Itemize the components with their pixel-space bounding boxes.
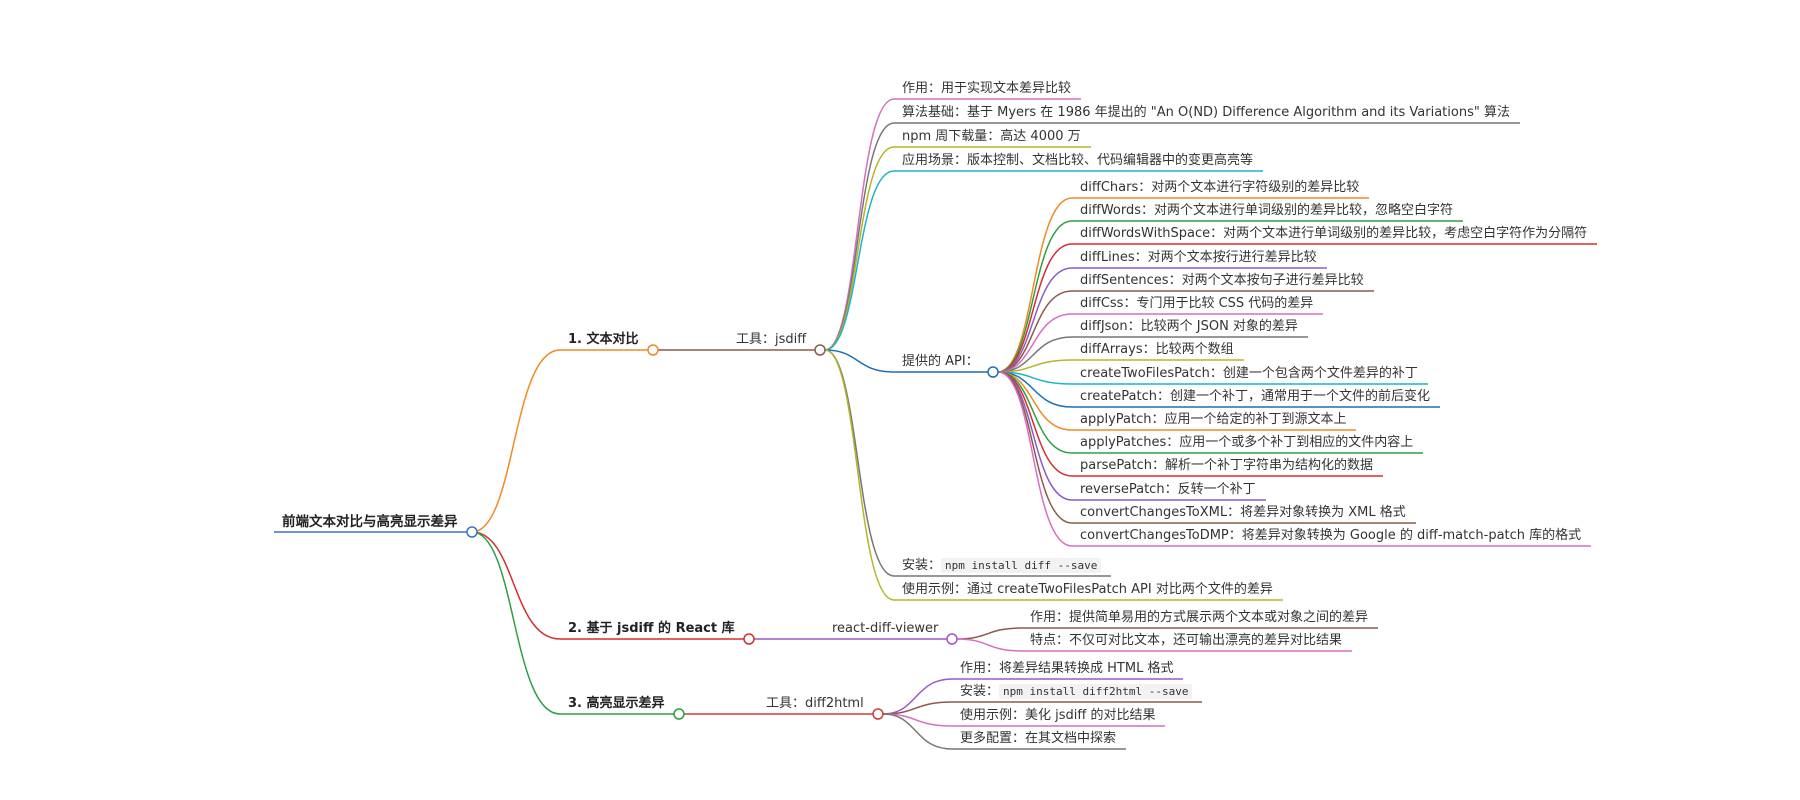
edge-api-item [997, 313, 1073, 373]
edge-tool-child [882, 713, 953, 750]
api-item[interactable]: convertChangesToDMP：将差异对象转换为 Google 的 di… [1080, 528, 1582, 543]
diff2html-install[interactable]: 安装：npm install diff2html --save [960, 684, 1193, 700]
branch-react-lib[interactable]: 2. 基于 jsdiff 的 React 库 [568, 621, 735, 636]
jsdiff-scenarios[interactable]: 应用场景：版本控制、文档比较、代码编辑器中的变更高亮等 [902, 153, 1254, 168]
api-item[interactable]: diffChars：对两个文本进行字符级别的差异比较 [1080, 180, 1360, 195]
tool-jsdiff-node[interactable]: 工具：jsdiff [736, 332, 807, 347]
api-item[interactable]: diffSentences：对两个文本按句子进行差异比较 [1080, 272, 1364, 288]
edge-api-item [997, 243, 1073, 373]
api-item[interactable]: createPatch：创建一个补丁，通常用于一个文件的前后变化 [1080, 388, 1430, 404]
jsdiff-algorithm[interactable]: 算法基础：基于 Myers 在 1986 年提出的 "An O(ND) Diff… [902, 105, 1510, 120]
install-label: 安装： [902, 558, 942, 573]
edge-tool-child [824, 349, 895, 373]
api-item[interactable]: parsePatch：解析一个补丁字符串为结构化的数据 [1080, 458, 1374, 474]
edge-root-branch3 [471, 531, 561, 715]
jsdiff-downloads[interactable]: npm 周下载量：高达 4000 万 [902, 129, 1081, 144]
react-viewer-feature[interactable]: 特点：不仅可对比文本，还可输出漂亮的差异对比结果 [1030, 633, 1343, 648]
react-diff-viewer-node[interactable]: react-diff-viewer [832, 621, 939, 636]
api-item[interactable]: createTwoFilesPatch：创建一个包含两个文件差异的补丁 [1080, 365, 1418, 381]
edge-tool-child [824, 170, 895, 351]
jsdiff-example[interactable]: 使用示例：通过 createTwoFilesPatch API 对比两个文件的差… [902, 582, 1273, 597]
branch-highlight-diff[interactable]: 3. 高亮显示差异 [568, 696, 665, 711]
api-item[interactable]: applyPatches：应用一个或多个补丁到相应的文件内容上 [1080, 435, 1414, 451]
diff2html-example[interactable]: 使用示例：美化 jsdiff 的对比结果 [960, 708, 1156, 723]
root-connector [466, 526, 478, 538]
branch3-connector [673, 708, 685, 720]
api-item[interactable]: diffArrays：比较两个数组 [1080, 342, 1234, 358]
edge-api-item [997, 267, 1073, 373]
jsdiff-install[interactable]: 安装：npm install diff --save [902, 558, 1102, 574]
edge-tool-child [882, 678, 953, 715]
diff2html-more-config[interactable]: 更多配置：在其文档中探索 [960, 731, 1117, 746]
api-item[interactable]: diffCss：专门用于比较 CSS 代码的差异 [1080, 296, 1314, 311]
api-item[interactable]: diffJson：比较两个 JSON 对象的差异 [1080, 319, 1298, 335]
api-item[interactable]: reversePatch：反转一个补丁 [1080, 481, 1256, 497]
branch2-connector [743, 633, 755, 645]
edge-api-item [997, 290, 1073, 373]
edge-tool-child [824, 349, 895, 601]
edge-api-item [997, 371, 1073, 547]
api-connector [987, 366, 999, 378]
edge-lib-child [956, 638, 1023, 652]
tool-diff2html-node[interactable]: 工具：diff2html [766, 696, 864, 711]
api-item[interactable]: diffWords：对两个文本进行单词级别的差异比较，忽略空白字符 [1080, 203, 1454, 219]
api-list-node[interactable]: 提供的 API： [902, 354, 979, 369]
diff2html-connector [872, 708, 884, 720]
edge-root-branch1 [471, 349, 561, 533]
api-item[interactable]: diffLines：对两个文本按行进行差异比较 [1080, 249, 1317, 265]
react-viewer-purpose[interactable]: 作用：提供简单易用的方式展示两个文本或对象之间的差异 [1030, 610, 1369, 625]
api-item[interactable]: applyPatch：应用一个给定的补丁到源文本上 [1080, 412, 1347, 427]
tool-jsdiff-connector [814, 344, 826, 356]
install-label: 安装： [960, 684, 1000, 699]
root-node[interactable]: 前端文本对比与高亮显示差异 [282, 514, 458, 530]
api-item[interactable]: convertChangesToXML：将差异对象转换为 XML 格式 [1080, 504, 1406, 520]
diff2html-purpose[interactable]: 作用：将差异结果转换成 HTML 格式 [960, 661, 1174, 676]
install-code: npm install diff --save [941, 558, 1102, 573]
api-item[interactable]: diffWordsWithSpace：对两个文本进行单词级别的差异比较，考虑空白… [1080, 226, 1588, 242]
branch-text-compare[interactable]: 1. 文本对比 [568, 332, 639, 347]
branch1-connector [647, 344, 659, 356]
react-viewer-connector [946, 633, 958, 645]
jsdiff-purpose[interactable]: 作用：用于实现文本差异比较 [902, 81, 1072, 96]
edge-api-item [997, 336, 1073, 373]
edge-root-branch2 [471, 531, 561, 640]
install-code: npm install diff2html --save [999, 684, 1193, 699]
